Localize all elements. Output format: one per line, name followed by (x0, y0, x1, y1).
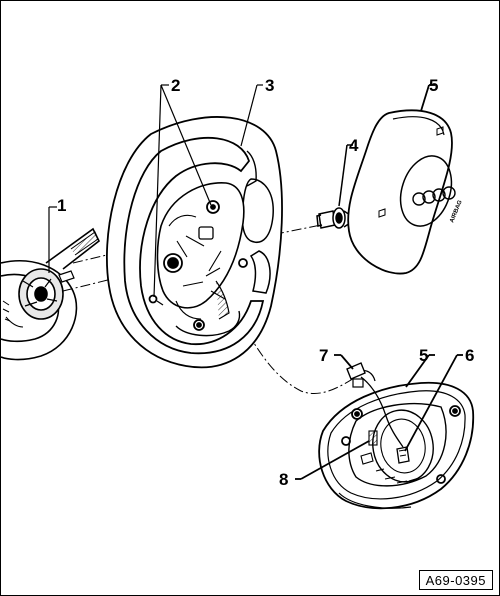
callout-5-top: 5 (429, 76, 438, 95)
callout-6: 6 (465, 346, 474, 365)
callout-1: 1 (57, 196, 66, 215)
leader-lines-2-3 (153, 84, 263, 298)
callout-labels: 1 2 3 4 5 5 6 7 8 (57, 76, 474, 489)
callout-8: 8 (279, 470, 288, 489)
hex-bolt (316, 144, 353, 229)
callout-3: 3 (265, 76, 274, 95)
airbag-unit-front (347, 84, 456, 275)
airbag-lettering: AIRBAG (449, 199, 464, 223)
steering-wheel (106, 116, 283, 369)
airbag-unit-rear (295, 354, 475, 510)
callout-7: 7 (319, 346, 328, 365)
steering-column-spring-assembly (1, 206, 101, 361)
callout-5-bottom: 5 (419, 346, 428, 365)
callout-2: 2 (171, 76, 180, 95)
callout-4: 4 (349, 136, 359, 155)
figure-reference-code: A69-0395 (418, 570, 493, 590)
